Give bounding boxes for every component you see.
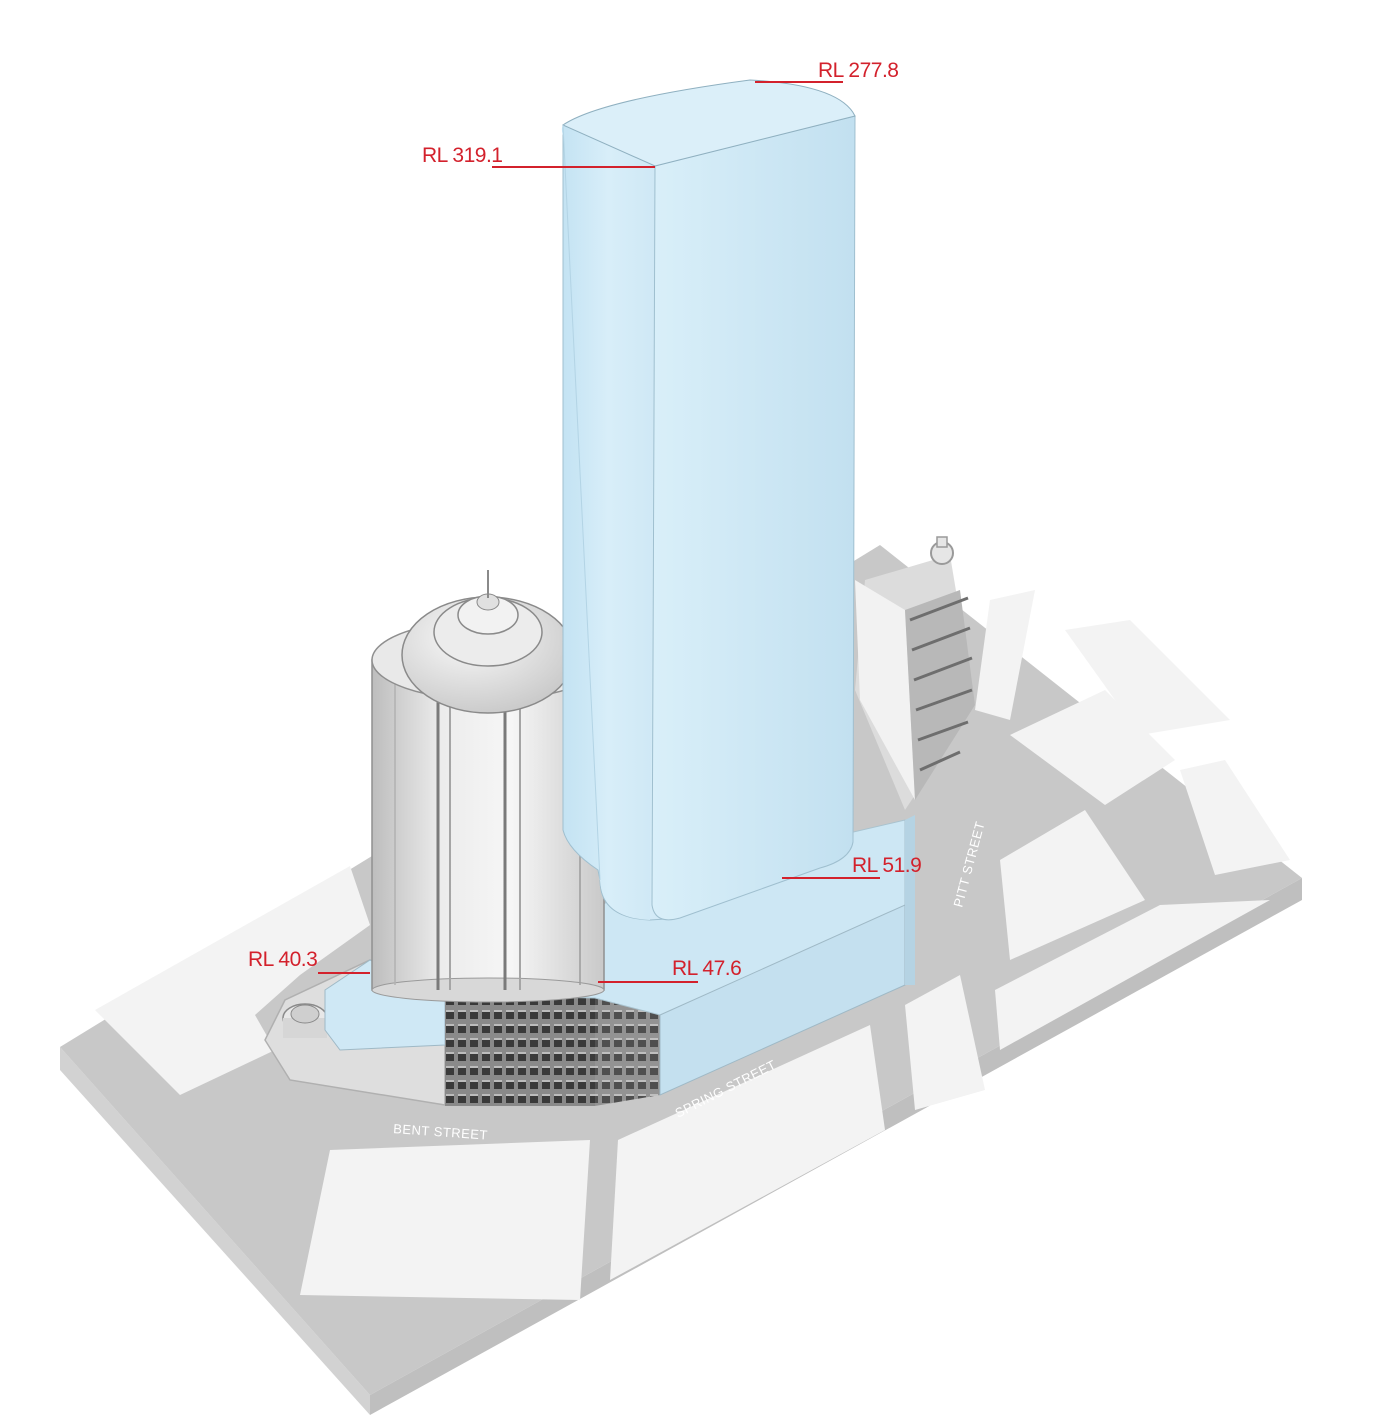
city-blocks	[95, 590, 1290, 1300]
street-bent: BENT STREET	[393, 1121, 489, 1143]
level-labels: RL 319.1 RL 277.8 RL 51.9 RL 47.6 RL 40.…	[248, 59, 922, 980]
heritage-building	[855, 536, 975, 810]
block-east-1	[1000, 810, 1145, 960]
label-rl-47: RL 47.6	[672, 957, 741, 980]
heritage-facade	[445, 998, 595, 1106]
block-north-east	[975, 590, 1035, 720]
block-east-2	[995, 900, 1270, 1050]
glass-tower-side	[651, 115, 856, 921]
block-south-east	[905, 975, 985, 1110]
block-far-east	[1065, 620, 1230, 735]
label-rl-40: RL 40.3	[248, 948, 317, 971]
glass-tower-roof	[561, 79, 856, 167]
glass-tower	[561, 79, 856, 921]
block-west	[95, 866, 370, 1095]
block-east-4	[1180, 760, 1290, 875]
label-rl-277: RL 277.8	[818, 59, 898, 82]
label-rl-51: RL 51.9	[852, 854, 921, 877]
block-south-left	[300, 1140, 590, 1300]
label-rl-319: RL 319.1	[422, 144, 502, 167]
base-side-front	[60, 1047, 370, 1415]
block-south-right	[610, 1025, 885, 1280]
level-annotations	[318, 81, 880, 983]
